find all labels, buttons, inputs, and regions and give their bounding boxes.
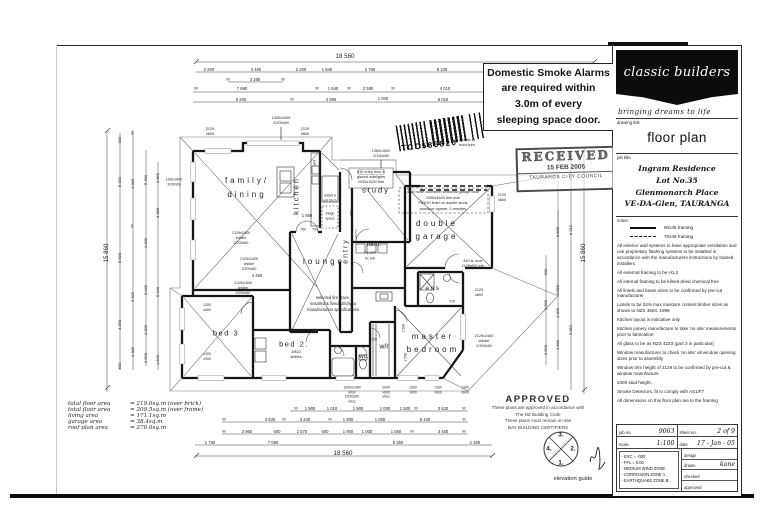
approved-stamp: APPROVED These plans are approved in acc… — [462, 394, 614, 432]
title-block-note: All glass to be as NZS 4223 (part 3 in p… — [617, 340, 714, 346]
area-label: garage area — [68, 419, 103, 426]
area-table-row: total floor area = 209.5sq.m (over frame) — [68, 407, 238, 413]
design-label: design — [684, 452, 697, 458]
sheet-border-right — [741, 45, 742, 497]
scan-edge-line — [10, 494, 754, 498]
signature-squiggle — [589, 447, 606, 470]
area-value: = 219.0sq.m (over brick) — [130, 401, 202, 407]
job-title-line: Lot No.35 — [656, 175, 698, 185]
zone-box-line: - MEDIUM WIND ZONE — [621, 465, 666, 471]
received-stamp-org: TAURANGA CITY COUNCIL — [529, 174, 604, 181]
checked-label: checked — [684, 473, 700, 479]
smoke-note-line: Domestic Smoke Alarms — [487, 66, 610, 79]
job-title-label: job title — [617, 155, 631, 160]
date-value: 17 - Jan - 05 — [697, 440, 735, 447]
logo-text: classic builders — [623, 64, 731, 80]
scale-label: scale — [619, 442, 629, 447]
area-table-row: living area = 171.1sq.m — [68, 413, 238, 419]
title-block-note: Lintels to be 24% max moisture content t… — [617, 302, 729, 314]
area-value: = 38.4sq.m — [130, 419, 163, 426]
title-block-note: Smoke Detectors, fit to comply with AS1/… — [617, 388, 705, 394]
area-label: total floor area — [68, 407, 111, 414]
title-block-note: All dimensions on this floor plan are to… — [617, 397, 718, 403]
title-block-divider — [612, 45, 613, 497]
area-table: total floor area = 219.0sq.m (over brick)… — [68, 401, 238, 431]
smoke-note-line: sleeping space door. — [496, 113, 601, 126]
job-title-line: VE-DA-Glen, TAURANGA — [624, 199, 730, 209]
area-value: = 270.0sq.m — [130, 425, 167, 432]
job-title-line: Glenmonarch Place — [635, 187, 719, 197]
area-value: = 209.5sq.m (over frame) — [130, 407, 204, 414]
title-block-note: Window manufacturer to check 'on site' a… — [617, 349, 736, 361]
dashed-line-swatch — [630, 236, 656, 238]
elevation-guide-north: 3. — [558, 431, 564, 439]
smoke-alarm-note: Domestic Smoke Alarms are required within… — [483, 63, 614, 131]
area-table-row: garage area = 38.4sq.m — [68, 419, 238, 425]
title-block-note: All external framing to be H1.2 — [617, 269, 679, 275]
date-label: date — [679, 442, 688, 447]
zone-box-line: - FFL = 0.00 — [621, 459, 644, 465]
smoke-note-line: 3.0m of every — [514, 98, 583, 110]
notes-label: notes: — [617, 218, 629, 224]
received-stamp: RECEIVED 15 FEB 2005 TAURANGA CITY COUNC… — [515, 145, 617, 193]
classic-builders-logo: classic builders — [616, 50, 738, 94]
approved-stamp-line: These plans must remain on site — [504, 418, 572, 424]
elevation-guide-south: 1. — [558, 459, 564, 467]
framing-legend-row: 90x45 framing — [616, 223, 738, 232]
title-block-note: 2400 stud height. — [617, 379, 652, 385]
area-table-row: total floor area = 219.0sq.m (over brick) — [68, 401, 238, 407]
drawn-value: kane — [719, 461, 735, 468]
job-title-line: Ingram Residence — [638, 164, 716, 173]
approved-stamp-line: The NZ Building Code — [515, 411, 561, 417]
area-label: total floor area — [68, 401, 111, 407]
drawn-label: drawn — [684, 463, 696, 468]
area-label: living area — [68, 413, 99, 420]
zone-box-line: - EXC = -000 — [621, 453, 646, 459]
title-block-note: Window trim height of 2129 to be confirm… — [617, 364, 731, 376]
scale-value: 1:100 — [656, 440, 675, 447]
framing-legend-row: 70x45 framing — [616, 232, 738, 241]
sheet-no-value: 2 of 9 — [717, 428, 735, 435]
approved-stamp-line: BAY BUILDING CERTIFIERS — [507, 424, 569, 430]
solid-line-swatch — [630, 226, 656, 229]
title-block-fields: job no. 9063 sheet no. 2 of 9 scale 1:100 d… — [616, 424, 738, 492]
zone-box-line: - EARTHQUAKE ZONE B — [621, 478, 669, 484]
sheet-border-left — [56, 45, 57, 497]
framing-legend-label: 70x45 framing — [664, 234, 694, 240]
logo-tagline: bringing dreams to life — [618, 107, 711, 116]
drawing-title-label: drawing title — [617, 120, 640, 125]
zone-box: - EXC = -000- FFL = 0.00- MEDIUM WIND ZO… — [619, 451, 679, 489]
sheet-no-label: sheet no. — [679, 430, 697, 435]
smoke-note-line: are required within — [501, 82, 596, 95]
job-no-label: job no. — [619, 430, 632, 435]
elevation-guide-west: 4. — [546, 445, 552, 453]
received-stamp-title: RECEIVED — [521, 147, 610, 165]
area-label: roof plan area — [68, 425, 108, 432]
area-value: = 171.1sq.m — [130, 413, 167, 420]
scan-smudge — [608, 42, 688, 46]
framing-legend: 90x45 framing 70x45 framing — [616, 223, 738, 241]
elevation-guide-caption: elevation guide — [553, 476, 593, 482]
title-block-note: Kitchen layout is indicative only — [617, 317, 680, 323]
sheet-border-top — [56, 45, 742, 46]
elevation-guide: 3. 2. 1. 4. elevation guide — [528, 424, 618, 484]
elevation-guide-east: 2. — [570, 445, 576, 453]
approved-stamp-line: These plans are approved in accordance w… — [491, 405, 585, 410]
job-no-value: 9063 — [658, 428, 675, 435]
approved-label: approved — [684, 485, 702, 490]
area-table-row: roof plan area = 270.0sq.m — [68, 425, 238, 431]
drawing-title: floor plan — [647, 130, 707, 145]
title-block-note: Kitchen joinery manufacture to take 'on … — [617, 326, 737, 337]
title-block-note: All lintels and beam sizes to be confirm… — [617, 287, 723, 299]
logo-chevron — [616, 94, 738, 105]
title-block-note: All internal framing to be kilned dried … — [617, 278, 719, 284]
approved-stamp-title: APPROVED — [505, 394, 571, 405]
title-block: classic builders bringing dreams to life… — [613, 46, 741, 496]
notes-list: All exterior wall systems to have approp… — [616, 243, 738, 403]
framing-legend-label: 90x45 framing — [664, 225, 694, 231]
zone-box-line: - CORROSION ZONE 1 — [621, 471, 666, 477]
title-block-note: All exterior wall systems to have approp… — [617, 243, 737, 266]
